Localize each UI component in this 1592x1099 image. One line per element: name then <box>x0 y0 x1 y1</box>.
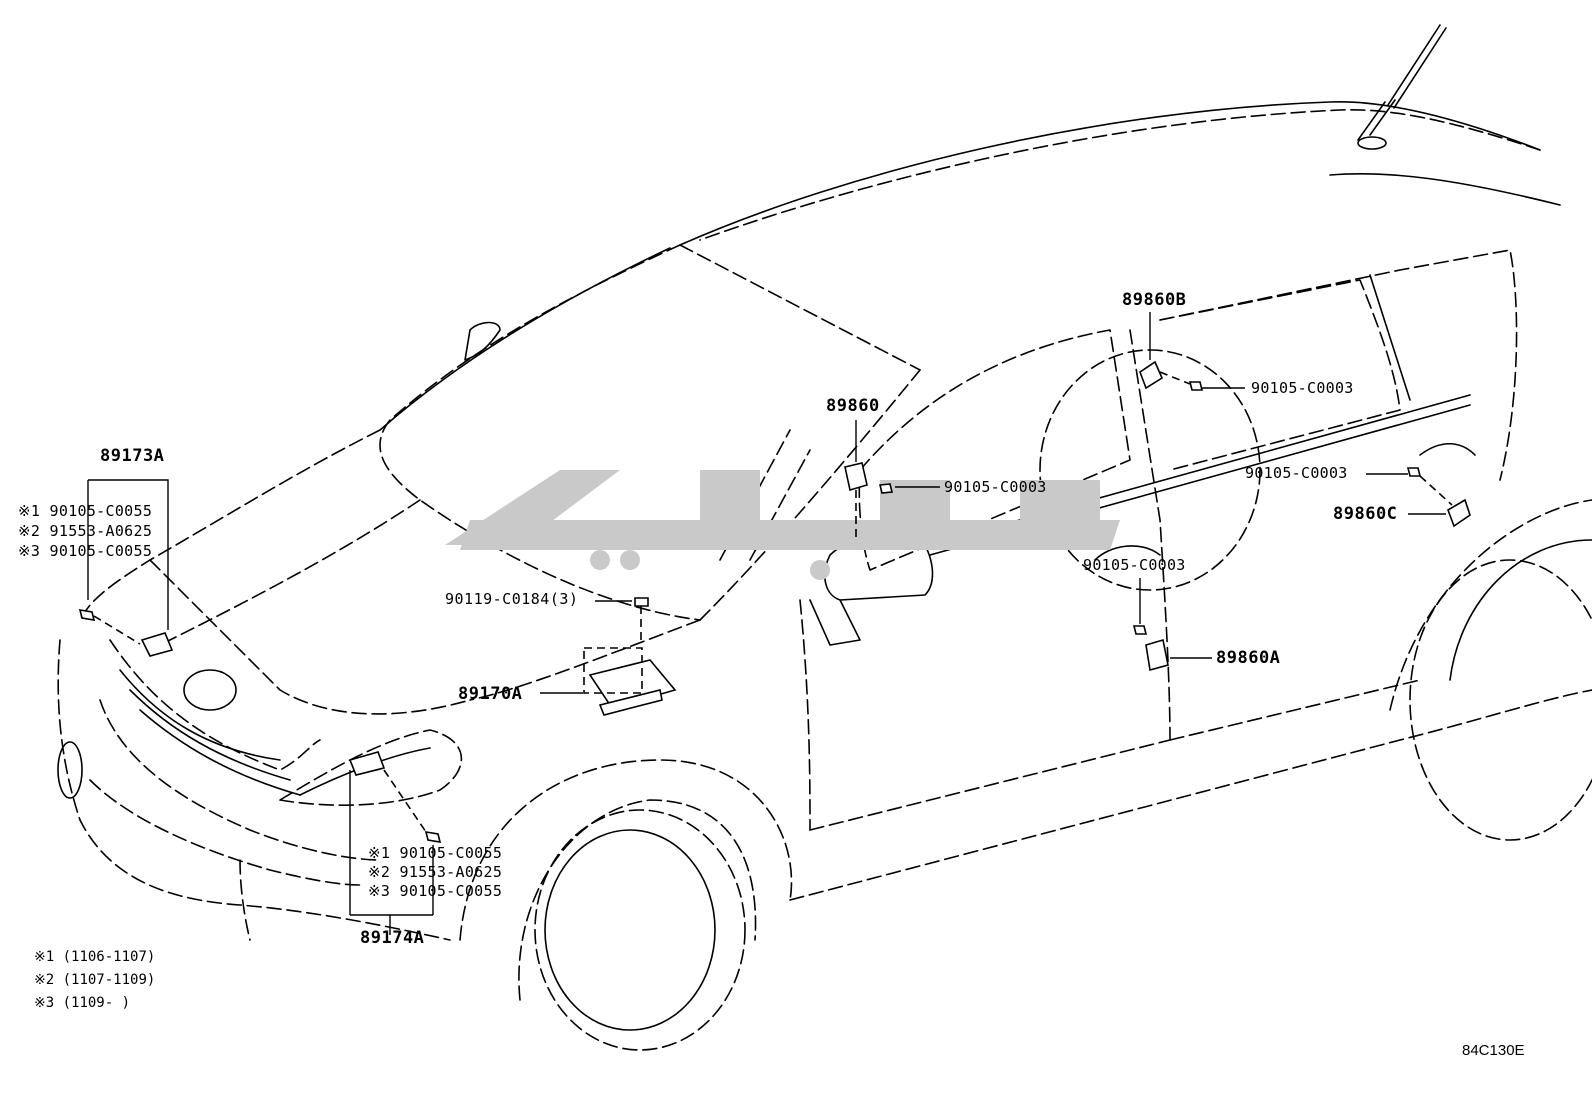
part-label-89860B: 89860B <box>1122 290 1187 310</box>
diagram-code: 84C130E <box>1462 1042 1525 1059</box>
bolt-label-90105-a: 90105-C0003 <box>1083 556 1186 574</box>
right-group-note-3: ※3 90105-C0055 <box>368 882 503 900</box>
right-group-note-1: ※1 90105-C0055 <box>368 844 503 862</box>
right-group-note-2: ※2 91553-A0625 <box>368 863 503 881</box>
legend-note-3: ※3 (1109- ) <box>34 995 131 1011</box>
part-label-89860C: 89860C <box>1333 504 1398 524</box>
bolt-label-90105-c: 90105-C0003 <box>1245 464 1348 482</box>
legend-note-1: ※1 (1106-1107) <box>34 949 156 965</box>
part-label-89173A: 89173A <box>100 446 165 466</box>
part-label-89170A: 89170A <box>458 684 523 704</box>
left-group-note-2: ※2 91553-A0625 <box>18 522 153 540</box>
part-label-89860A: 89860A <box>1216 648 1281 668</box>
bolt-label-90119: 90119-C0184(3) <box>445 590 579 608</box>
watermark-logo <box>445 470 1120 580</box>
part-label-89174A: 89174A <box>360 928 425 948</box>
left-group-note-1: ※1 90105-C0055 <box>18 502 153 520</box>
legend-note-2: ※2 (1107-1109) <box>34 972 156 988</box>
left-group-note-3: ※3 90105-C0055 <box>18 542 153 560</box>
bolt-label-90105-front-door: 90105-C0003 <box>944 478 1047 496</box>
bolt-label-90105-b: 90105-C0003 <box>1251 379 1354 397</box>
part-label-89860: 89860 <box>826 396 880 416</box>
